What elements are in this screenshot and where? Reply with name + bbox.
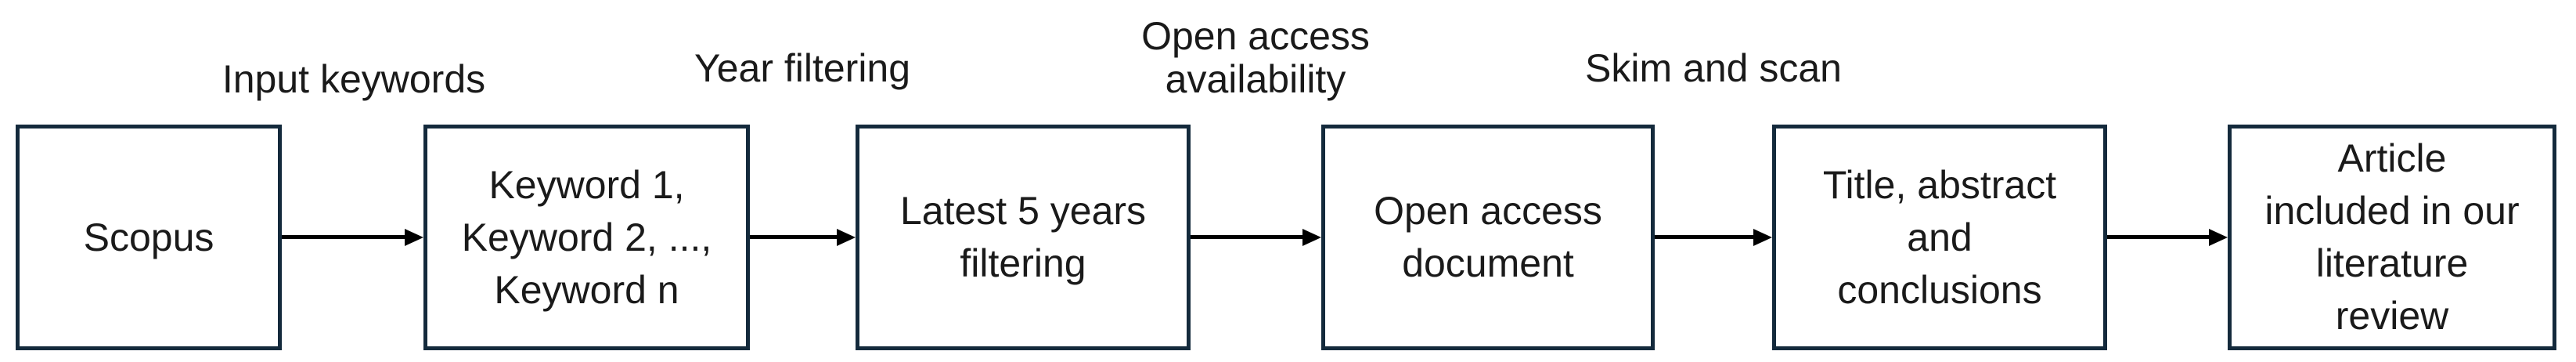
flow-box-keywords: Keyword 1, Keyword 2, ..., Keyword n: [423, 125, 750, 350]
arrowhead-icon: [2209, 229, 2228, 246]
flow-box-latest-5-years-filtering: Latest 5 years filtering: [856, 125, 1191, 350]
arrow-shaft: [282, 235, 409, 239]
arrow-shaft: [1655, 235, 1758, 239]
arrow-label-input-keywords: Input keywords: [222, 57, 486, 101]
arrow-connector-4: [1655, 227, 1772, 248]
box-label-keywords: Keyword 1, Keyword 2, ..., Keyword n: [461, 162, 712, 312]
flow-box-title-abstract-conclusions: Title, abstract and conclusions: [1772, 125, 2107, 350]
arrow-connector-2: [750, 227, 856, 248]
arrow-shaft: [1191, 235, 1307, 239]
box-label-scopus: Scopus: [83, 215, 214, 259]
box-label-title-abstract-conclusions: Title, abstract and conclusions: [1822, 162, 2057, 312]
box-label-open-access-document: Open access document: [1374, 189, 1602, 285]
arrow-label-year-filtering: Year filtering: [694, 46, 911, 90]
box-label-latest-5-years-filtering: Latest 5 years filtering: [899, 189, 1147, 285]
arrow-connector-1: [282, 227, 423, 248]
arrowhead-icon: [1302, 229, 1321, 246]
box-label-article-included: Article included in our literature revie…: [2264, 136, 2520, 338]
arrow-connector-3: [1191, 227, 1321, 248]
arrow-shaft: [750, 235, 841, 239]
flow-box-article-included: Article included in our literature revie…: [2228, 125, 2556, 350]
flow-box-open-access-document: Open access document: [1321, 125, 1655, 350]
arrow-connector-5: [2107, 227, 2228, 248]
arrowhead-icon: [405, 229, 423, 246]
arrow-label-skim-and-scan: Skim and scan: [1585, 46, 1842, 90]
flow-box-scopus: Scopus: [16, 125, 282, 350]
arrow-label-open-access-availability: Open access availability: [1141, 14, 1370, 101]
arrowhead-icon: [1753, 229, 1772, 246]
arrowhead-icon: [837, 229, 856, 246]
arrow-shaft: [2107, 235, 2214, 239]
